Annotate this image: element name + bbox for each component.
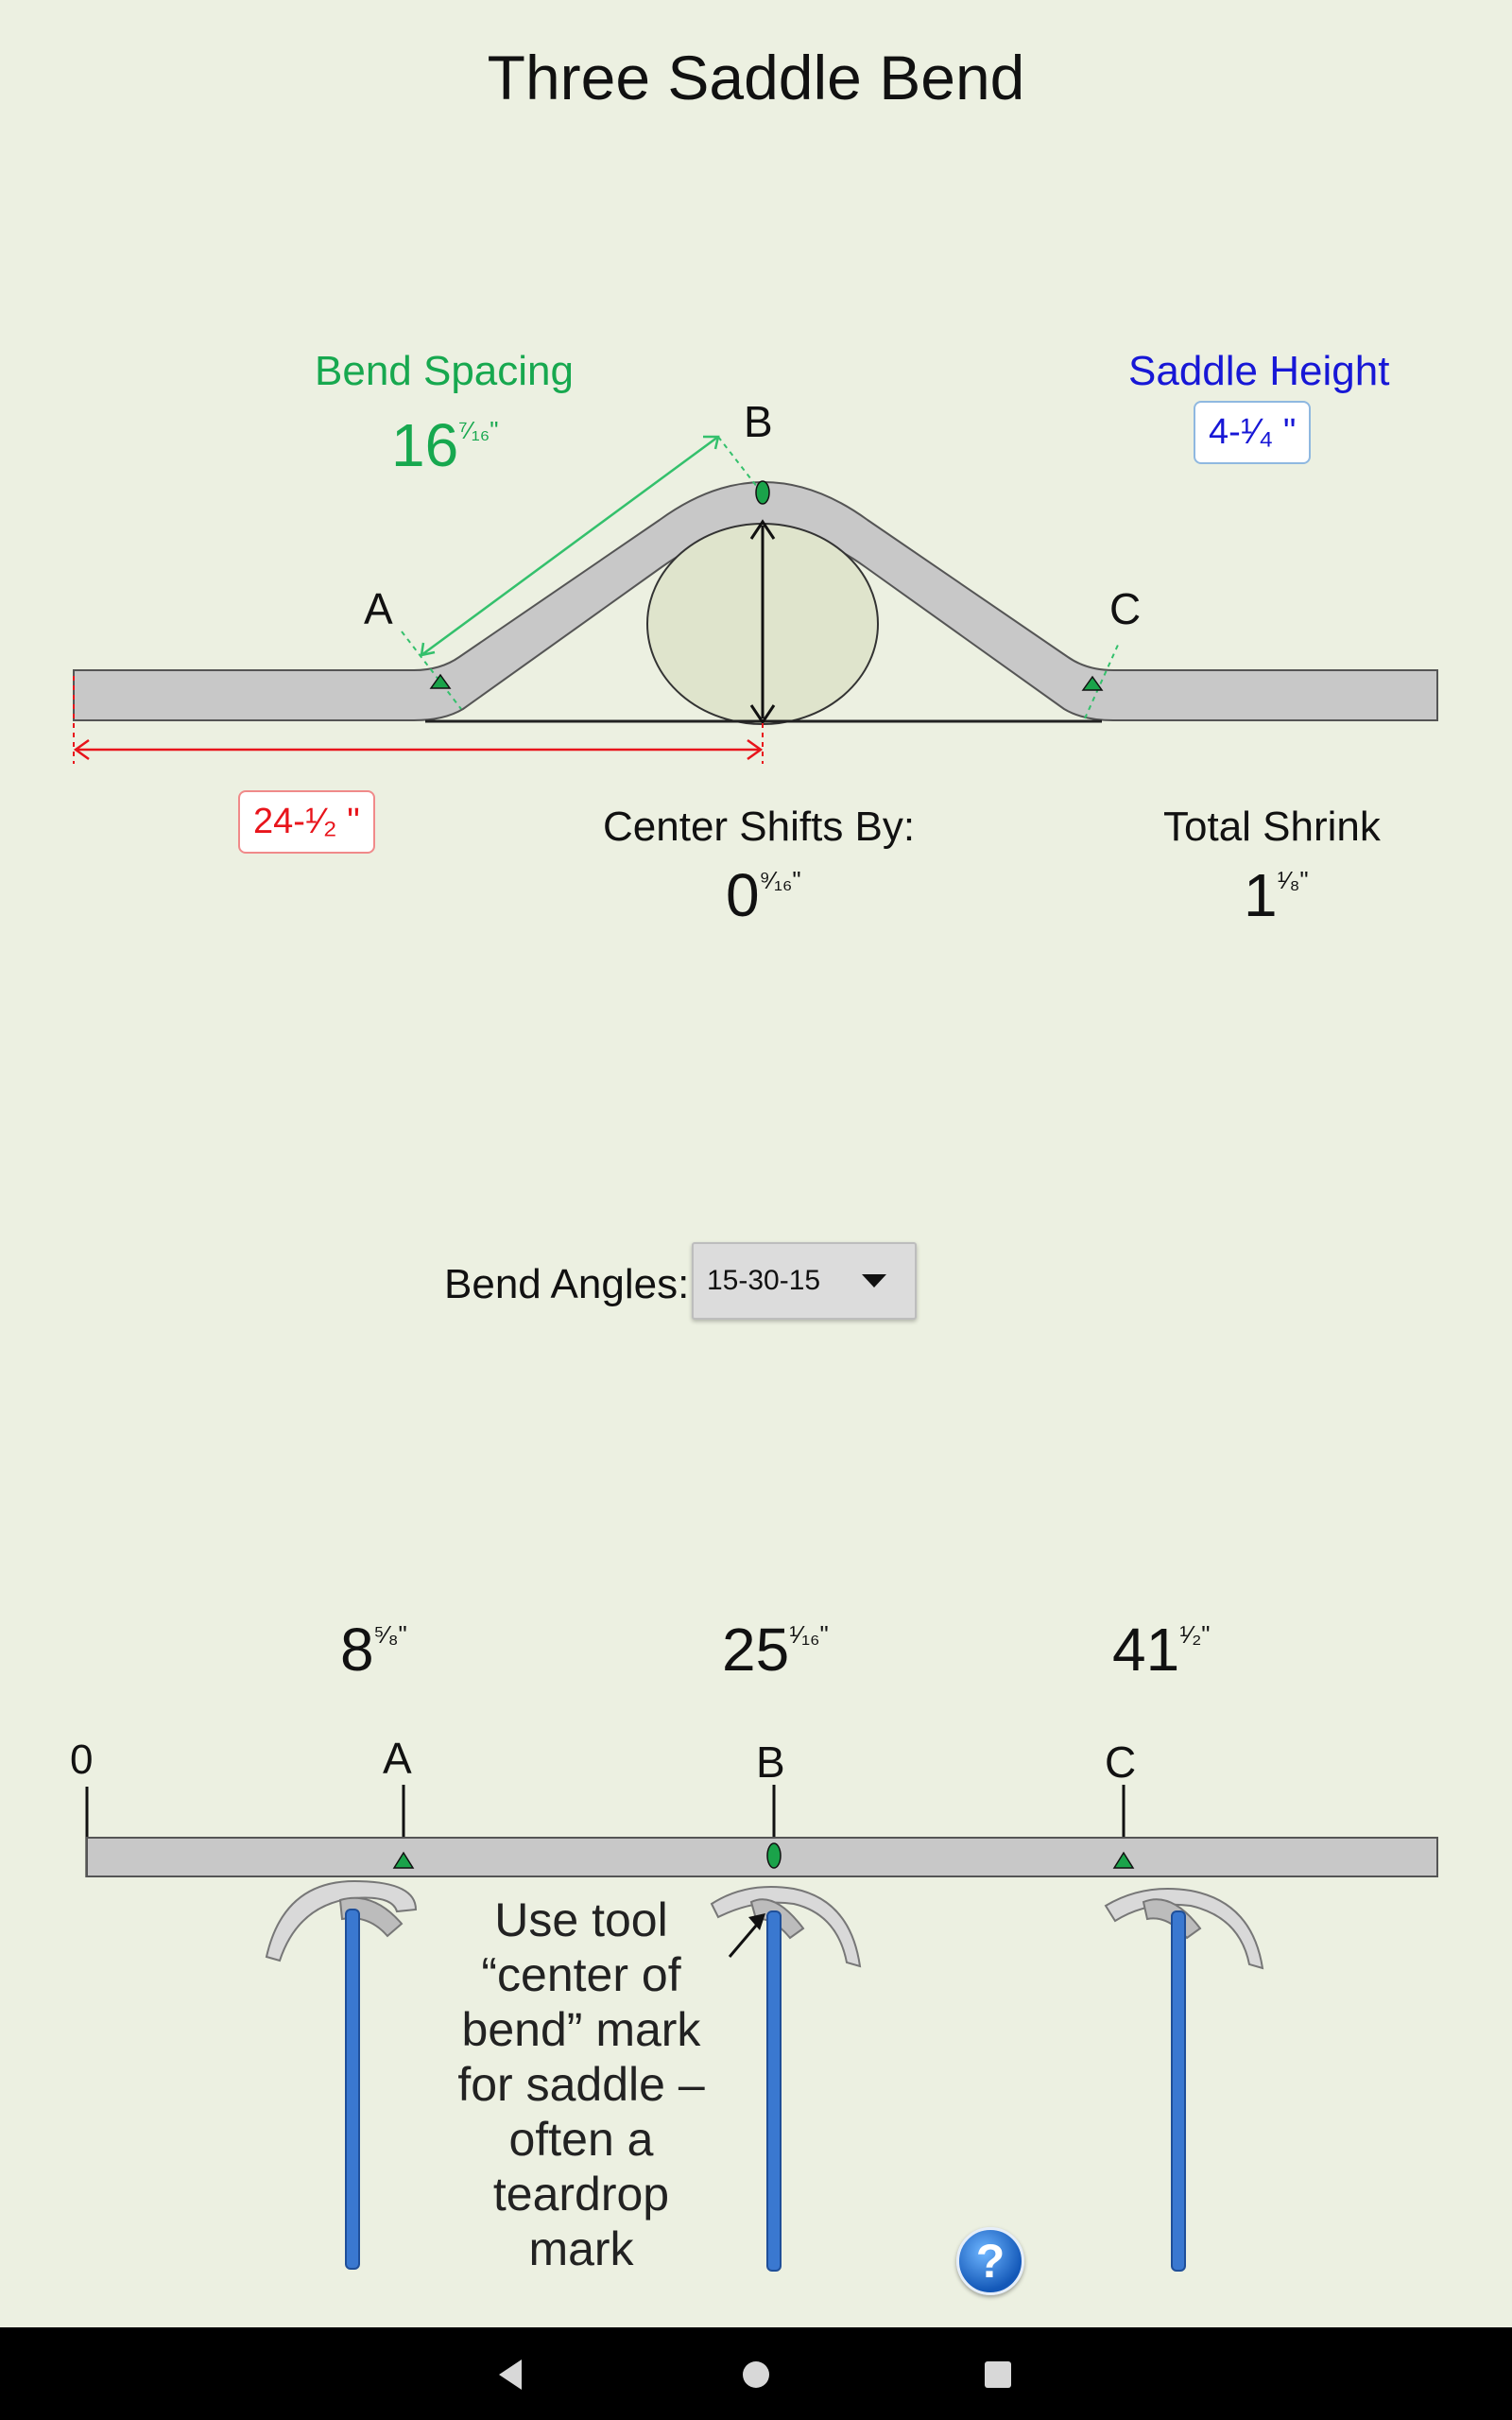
bend-angles-dropdown[interactable]: 15-30-15 [692,1242,917,1320]
spacing-dimension [421,435,719,657]
back-icon[interactable] [491,2356,529,2394]
marking-diagram: 0 A B C [70,1734,1438,2272]
tool-note-line: bend” mark [461,2003,701,2056]
total-shrink-value: 1¹⁄₈" [1244,860,1309,930]
saddle-diagram: A B C [73,397,1438,764]
bend-angles-selected: 15-30-15 [707,1265,821,1296]
ruler-letter-c: C [1105,1737,1136,1787]
tool-note-line: teardrop [492,2168,670,2221]
mark-b-teardrop [755,480,770,505]
bender-tool-c [1104,1888,1264,2272]
center-shifts-value: 0⁹⁄₁₆" [726,860,801,930]
tool-note-line: “center of [481,1948,681,2001]
center-shifts-whole: 0 [726,861,760,929]
bend-spacing-value: 16⁷⁄₁₆" [391,410,498,480]
conduit-straight [86,1837,1438,1877]
navigation-bar [0,2327,1512,2420]
mark-a-whole: 8 [340,1616,374,1684]
total-shrink-whole: 1 [1244,861,1278,929]
saddle-height-input[interactable]: 4-¹⁄₄ " [1194,401,1312,464]
mark-c-whole: 41 [1112,1616,1180,1684]
bend-angles-label: Bend Angles: [444,1261,690,1307]
mark-a-fraction: ⁵⁄₈" [373,1620,407,1649]
bend-spacing-label: Bend Spacing [315,348,574,394]
bender-tool-b [710,1886,862,2272]
tool-note-line: mark [528,2222,634,2275]
ruler-zero: 0 [70,1737,93,1783]
center-shifts-fraction: ⁹⁄₁₆" [759,866,801,894]
ruler-letter-a: A [383,1734,412,1783]
center-distance-input[interactable]: 24-¹⁄₂ " [238,790,375,854]
diagram-letter-c: C [1109,584,1141,633]
chevron-down-icon [862,1274,886,1288]
bender-tool-a [265,1879,418,2270]
saddle-height-label: Saddle Height [1128,348,1390,394]
mark-a-triangle [429,673,452,689]
mark-c-value: 41¹⁄₂" [1112,1615,1211,1685]
help-icon[interactable]: ? [956,2227,1024,2295]
tool-note: Use tool “center of bend” mark for saddl… [406,1893,756,2276]
diagram-letter-b: B [744,397,773,446]
tool-note-line: often a [508,2113,654,2166]
diagram-letter-a: A [364,584,393,633]
mark-a-value: 8⁵⁄₈" [340,1615,407,1685]
total-shrink-fraction: ¹⁄₈" [1277,866,1309,894]
total-shrink-label: Total Shrink [1163,804,1381,850]
mark-c-fraction: ¹⁄₂" [1179,1620,1211,1649]
bend-spacing-whole: 16 [391,411,459,479]
recents-icon[interactable] [981,2358,1015,2392]
ruler-letter-b: B [756,1737,785,1787]
home-icon[interactable] [737,2356,775,2394]
mark-b-value: 25¹⁄₁₆" [722,1615,829,1685]
center-shifts-label: Center Shifts By: [603,804,916,850]
tool-note-line: Use tool [494,1893,668,1946]
tool-note-line: for saddle – [457,2058,705,2111]
mark-b-whole: 25 [722,1616,790,1684]
mark-b-fraction: ¹⁄₁₆" [789,1620,829,1649]
mark-c-triangle [1081,675,1104,691]
bend-spacing-fraction: ⁷⁄₁₆" [458,416,499,444]
page-title: Three Saddle Bend [487,43,1025,112]
